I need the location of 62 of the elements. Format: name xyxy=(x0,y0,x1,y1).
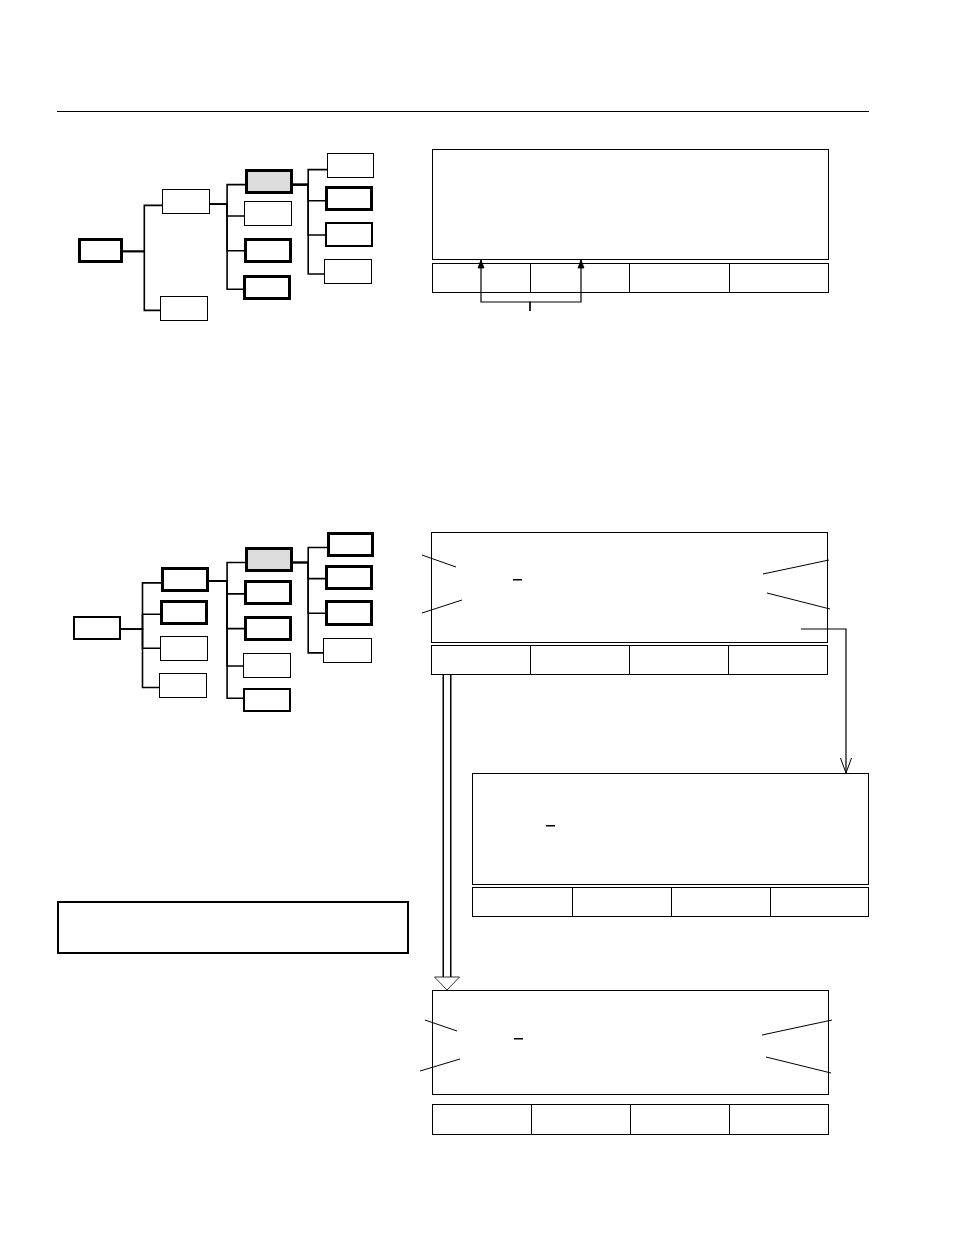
leader-line xyxy=(761,1019,833,1036)
soft-key xyxy=(432,263,531,293)
arrow xyxy=(529,259,585,312)
connector-line xyxy=(292,183,325,275)
menu-box xyxy=(244,580,292,605)
menu-box xyxy=(160,600,208,625)
highlighted-menu-box xyxy=(245,547,293,572)
soft-key xyxy=(770,887,869,917)
menu-box xyxy=(160,636,208,661)
menu-box xyxy=(244,616,292,641)
menu-box xyxy=(323,638,372,663)
soft-key xyxy=(530,645,630,675)
menu-box xyxy=(159,673,207,698)
arrow xyxy=(800,628,852,774)
display-screen xyxy=(431,532,828,643)
menu-box xyxy=(73,616,121,640)
soft-key xyxy=(630,1104,730,1135)
connector-line xyxy=(208,580,244,699)
menu-box xyxy=(324,259,372,284)
leader-line xyxy=(766,592,831,610)
soft-key xyxy=(530,263,630,293)
highlighted-menu-box xyxy=(245,169,293,194)
soft-key xyxy=(531,1104,631,1135)
menu-box xyxy=(325,222,373,247)
menu-box xyxy=(325,565,373,590)
menu-box xyxy=(161,567,209,592)
leader-line xyxy=(419,1058,461,1072)
soft-key xyxy=(629,645,729,675)
connector-line xyxy=(209,203,244,291)
soft-key xyxy=(729,263,829,293)
connector-line xyxy=(120,628,160,689)
menu-box xyxy=(162,189,210,214)
soft-key xyxy=(629,263,730,293)
menu-box xyxy=(327,532,374,557)
menu-box xyxy=(78,238,123,263)
menu-box xyxy=(244,201,292,226)
soft-key xyxy=(472,887,573,917)
display-screen xyxy=(472,773,869,885)
leader-line xyxy=(424,1019,458,1032)
menu-box xyxy=(243,275,291,300)
soft-key xyxy=(671,887,771,917)
menu-box xyxy=(160,296,208,321)
soft-key xyxy=(728,645,828,675)
soft-key xyxy=(572,887,672,917)
soft-key xyxy=(431,645,531,675)
soft-key xyxy=(729,1104,829,1135)
display-screen xyxy=(432,990,829,1095)
menu-box xyxy=(327,153,374,178)
display-screen xyxy=(432,149,829,260)
leader-line xyxy=(762,559,830,575)
note-frame xyxy=(57,901,409,954)
leader-line xyxy=(421,554,457,568)
menu-box xyxy=(325,600,373,626)
menu-box xyxy=(243,688,291,712)
menu-box xyxy=(243,653,291,678)
menu-box xyxy=(244,238,292,263)
connector-line xyxy=(292,561,324,654)
soft-key xyxy=(432,1104,532,1135)
connector-line xyxy=(122,250,161,312)
menu-box xyxy=(325,186,373,211)
leader-line xyxy=(765,1056,832,1074)
arrow xyxy=(434,675,460,991)
